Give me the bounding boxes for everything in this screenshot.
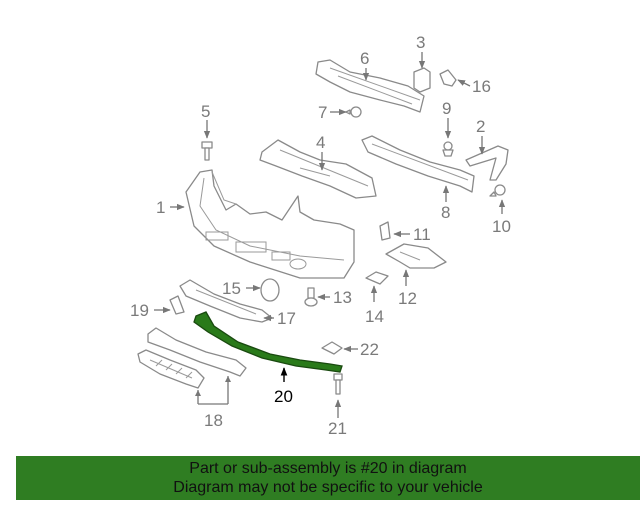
callout-21: 21 — [328, 419, 347, 438]
part-1-bumper-cover — [185, 169, 355, 279]
part-16-clip — [439, 69, 457, 87]
callout-17: 17 — [277, 309, 296, 328]
callout-11: 11 — [413, 225, 431, 244]
callout-16: 16 — [472, 77, 491, 96]
part-10-bolt — [489, 184, 506, 197]
callout-5: 5 — [201, 102, 210, 121]
callout-4: 4 — [316, 133, 325, 152]
part-5-bolt — [201, 141, 213, 161]
parts-diagram: 1 2 3 4 5 6 7 8 9 10 11 12 13 14 15 16 1… — [130, 33, 511, 438]
part-12-bracket — [385, 243, 447, 269]
banner-line-part-info: Part or sub-assembly is #20 in diagram — [189, 460, 467, 477]
callout-12: 12 — [398, 289, 417, 308]
part-18-lower-grille — [137, 327, 247, 389]
callout-14: 14 — [365, 307, 384, 326]
callout-18: 18 — [204, 411, 223, 430]
part-15-cap — [260, 278, 280, 302]
part-14-clip — [365, 271, 389, 285]
callout-7: 7 — [318, 103, 327, 122]
callout-20: 20 — [274, 387, 293, 406]
callout-13: 13 — [333, 288, 352, 307]
part-7-bolt — [345, 106, 362, 118]
callout-8: 8 — [441, 203, 450, 222]
callout-labels: 1 2 3 4 5 6 7 8 9 10 11 12 13 14 15 16 1… — [130, 33, 511, 438]
leader-lines — [154, 52, 506, 418]
callout-22: 22 — [360, 340, 379, 359]
callout-15: 15 — [222, 279, 241, 298]
callout-3: 3 — [416, 33, 425, 52]
part-22-clip — [321, 341, 343, 355]
banner-line-disclaimer: Diagram may not be specific to your vehi… — [173, 479, 483, 496]
part-9-bolt — [442, 141, 454, 157]
callout-6: 6 — [360, 49, 369, 68]
info-banner: Part or sub-assembly is #20 in diagram D… — [16, 456, 640, 500]
callout-9: 9 — [442, 99, 451, 118]
part-2-bracket — [465, 145, 509, 181]
callout-19: 19 — [130, 301, 149, 320]
part-6-upper-absorber — [315, 59, 425, 113]
part-13-bolt — [304, 287, 318, 307]
part-19-clip — [169, 295, 185, 315]
part-20-deflector-highlighted — [193, 311, 343, 373]
callout-10: 10 — [492, 217, 511, 236]
part-8-reinforcement — [361, 135, 475, 193]
part-21-bolt — [333, 373, 343, 395]
part-11-clip — [379, 221, 391, 241]
part-3-clip — [413, 67, 431, 93]
callout-2: 2 — [476, 117, 485, 136]
callout-1: 1 — [156, 198, 165, 217]
